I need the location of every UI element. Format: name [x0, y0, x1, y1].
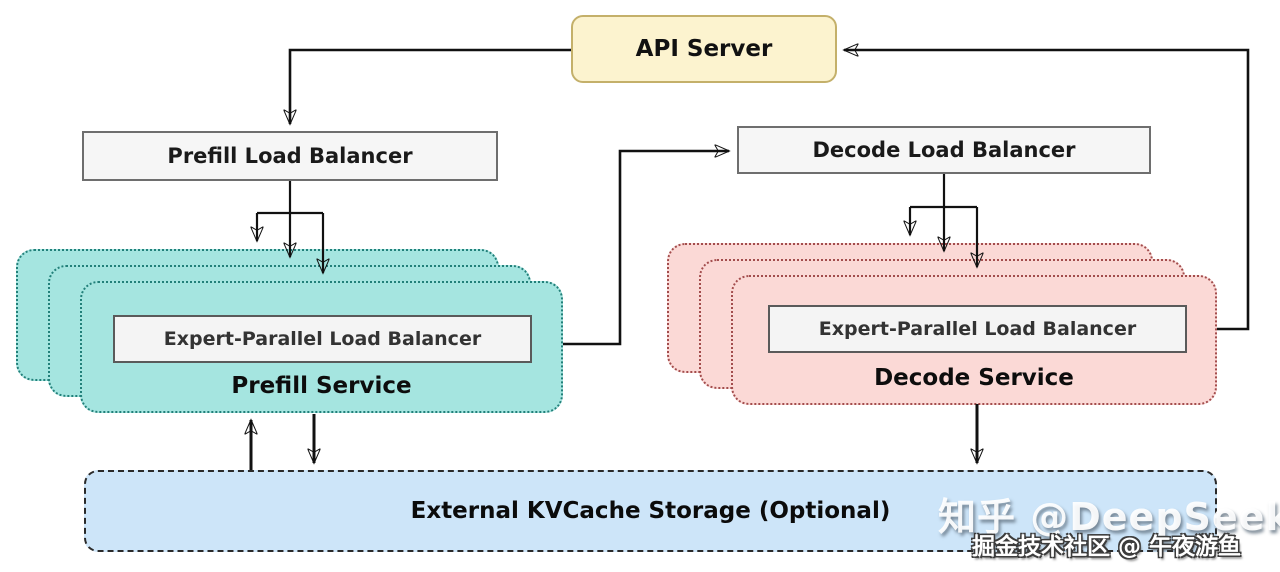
decode-eplb-label: Expert-Parallel Load Balancer [818, 318, 1137, 340]
prefill-load-balancer-node: Prefill Load Balancer [82, 131, 498, 181]
juejin-watermark: 掘金技术社区 @ 午夜游鱼 [972, 534, 1242, 560]
prefill-service-label: Prefill Service [231, 373, 412, 399]
kvcache-storage-node: External KVCache Storage (Optional) [84, 470, 1217, 552]
kvcache-storage-label: External KVCache Storage (Optional) [410, 498, 891, 524]
decode-load-balancer-label: Decode Load Balancer [812, 138, 1076, 162]
zhihu-watermark: 知乎 @DeepSeek [938, 495, 1280, 539]
edge-api-to-prefill-lb [290, 48, 571, 124]
decode-expert-parallel-lb-node: Expert-Parallel Load Balancer [768, 305, 1187, 353]
api-server-node: API Server [571, 15, 837, 83]
prefill-expert-parallel-lb-node: Expert-Parallel Load Balancer [113, 315, 532, 363]
api-server-label: API Server [635, 36, 773, 62]
prefill-eplb-label: Expert-Parallel Load Balancer [163, 328, 482, 350]
prefill-load-balancer-label: Prefill Load Balancer [167, 144, 413, 168]
decode-load-balancer-node: Decode Load Balancer [737, 126, 1151, 174]
decode-service-label: Decode Service [874, 365, 1074, 391]
